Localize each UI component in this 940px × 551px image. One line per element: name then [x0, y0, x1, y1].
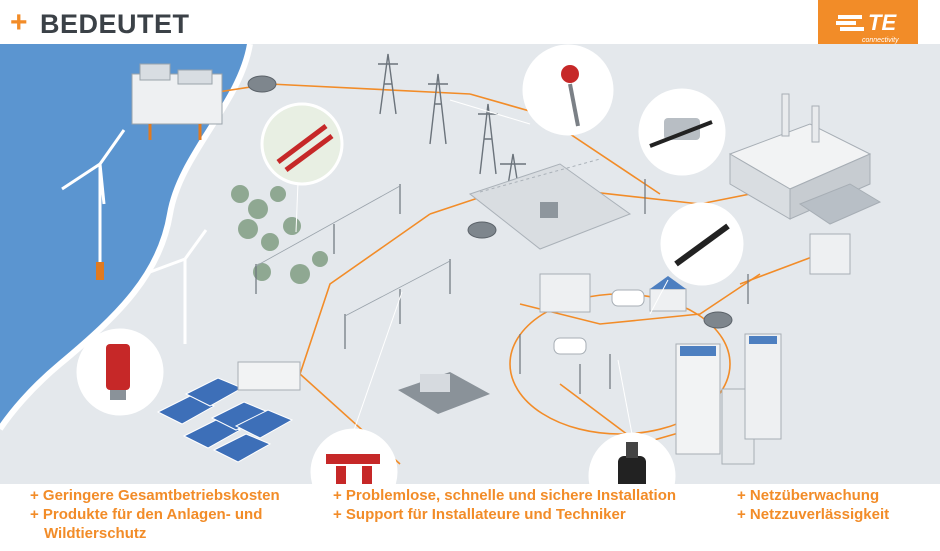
title-plus: +: [10, 6, 28, 39]
sea-area: [0, 44, 250, 429]
benefit-item: + Produkte für den Anlagen- und: [30, 506, 263, 523]
callout-piercing-connector: [588, 359, 676, 484]
header: + BEDEUTET: [0, 0, 940, 48]
logo-text: TE: [868, 10, 897, 35]
te-logo-mark-icon: [836, 15, 864, 31]
storage-container: [237, 361, 301, 391]
benefits-column-2: + Problemlose, schnelle und sichere Inst…: [333, 486, 676, 524]
forest: [231, 185, 328, 284]
factory: [728, 93, 882, 225]
houses: [539, 233, 851, 313]
callout-vegetation-cable: [260, 102, 344, 233]
callout-surge-arrester: [76, 328, 164, 416]
power-grid-illustration: [0, 44, 940, 484]
logo-tagline: connectivity: [862, 37, 899, 44]
city-buildings: [675, 333, 782, 465]
transmission-towers: [378, 53, 526, 205]
benefits-column-1: + Geringere Gesamtbetriebskosten + Produ…: [30, 486, 280, 543]
benefit-item: + Netzüberwachung: [737, 487, 880, 504]
benefit-item: + Netzzuverlässigkeit: [737, 506, 890, 523]
cable-joints: [247, 75, 733, 329]
distribution-lines: [255, 179, 749, 394]
callout-insulator: [449, 44, 614, 136]
benefit-item: + Geringere Gesamtbetriebskosten: [30, 487, 280, 504]
benefit-item: + Problemlose, schnelle und sichere Inst…: [333, 487, 677, 504]
transformer-enclosure: [398, 372, 490, 414]
offshore-platform: [131, 63, 223, 140]
page-title: BEDEUTET: [40, 9, 190, 39]
callout-fuse-cutout: [310, 291, 403, 484]
wind-turbine-2: [149, 229, 208, 344]
benefit-item: + Support für Installateure und Technike…: [333, 506, 626, 523]
benefit-item-continued: Wildtierschutz: [44, 525, 147, 542]
substation: [468, 158, 632, 250]
callout-cable-connector: [638, 88, 726, 176]
wind-turbine-1: [61, 129, 126, 280]
electric-cars: [553, 289, 645, 355]
benefits-column-3: + Netzüberwachung + Netzzuverlässigkeit: [737, 486, 889, 524]
callout-cable-joint: [649, 202, 744, 315]
